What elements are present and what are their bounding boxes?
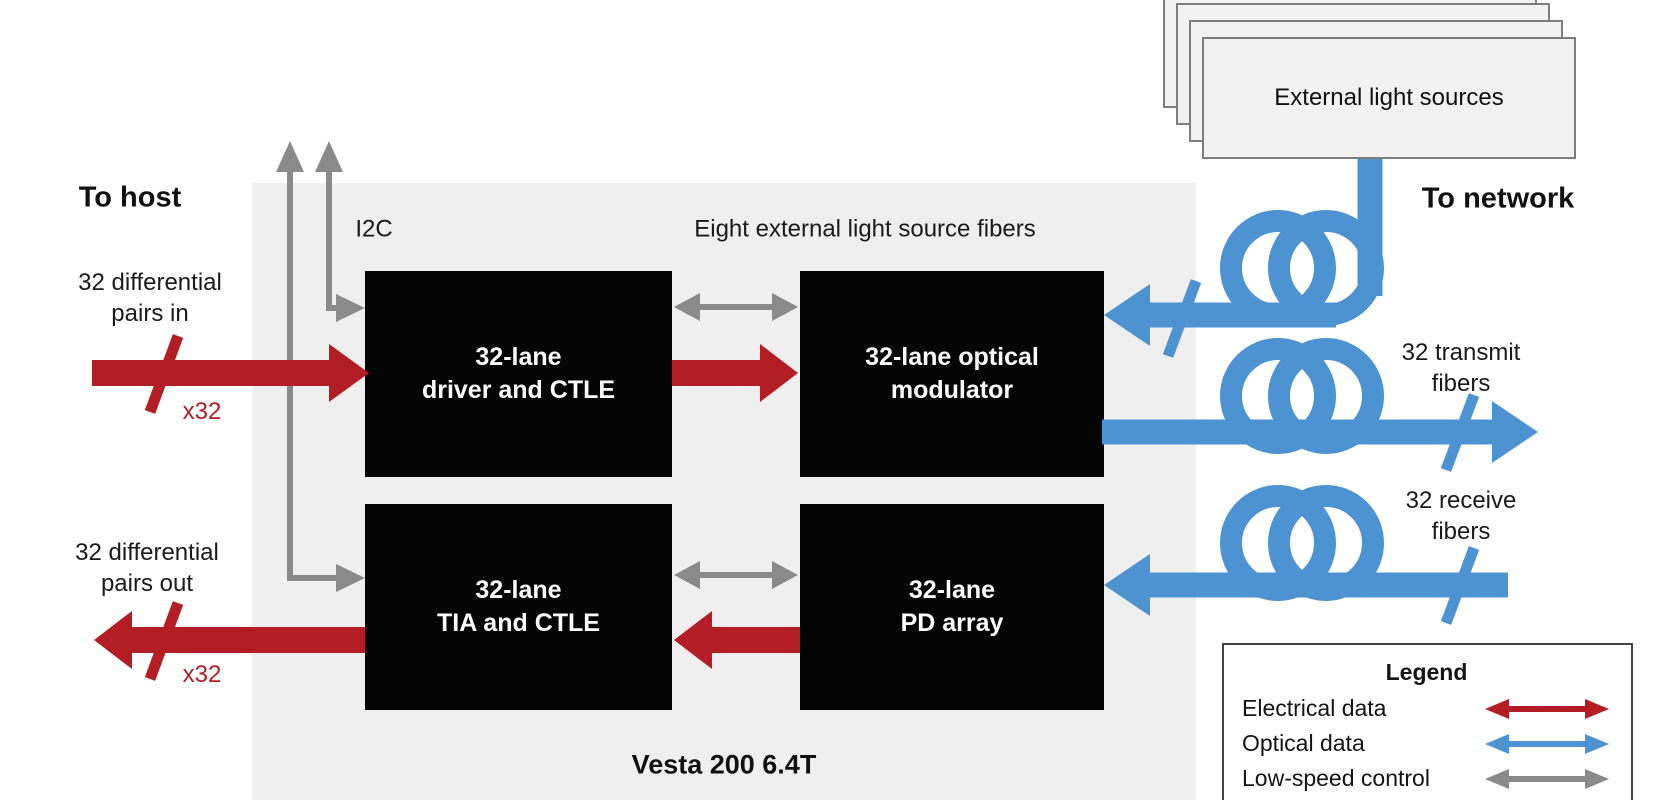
bundle-tick bbox=[1440, 393, 1480, 472]
fiber-coil-ring bbox=[1220, 338, 1336, 454]
block-driver-label-line2: driver and CTLE bbox=[421, 376, 616, 404]
legend-row-optical: Optical data bbox=[1242, 726, 1611, 761]
pairs-out-multiplier: x32 bbox=[182, 661, 222, 688]
fiber-coil-ring bbox=[1268, 210, 1384, 326]
block-tia-ctle: 32-lane TIA and CTLE bbox=[365, 504, 672, 710]
to-network-label: To network bbox=[1421, 182, 1575, 215]
bundle-tick bbox=[144, 601, 184, 681]
pairs-in-multiplier: x32 bbox=[182, 398, 222, 425]
block-pd-label-line2: PD array bbox=[900, 609, 1004, 637]
light-source-fibers-label: Eight external light source fibers bbox=[694, 215, 1036, 243]
fiber-coil-ring bbox=[1268, 485, 1384, 601]
legend-optical-arrow-icon bbox=[1485, 733, 1609, 754]
bundle-tick bbox=[144, 334, 184, 414]
block-tia-label-line1: 32-lane bbox=[475, 576, 562, 604]
pairs-in-label: 32 differential pairs in bbox=[78, 269, 222, 327]
external-light-sources-card: External light sources bbox=[1202, 37, 1576, 159]
legend-title: Legend bbox=[1385, 659, 1468, 685]
block-pd-array: 32-lane PD array bbox=[800, 504, 1104, 710]
block-optical-modulator: 32-lane optical modulator bbox=[800, 271, 1104, 477]
fiber-coil-ring bbox=[1220, 210, 1336, 326]
chip-name-label: Vesta 200 6.4T bbox=[631, 749, 817, 780]
block-modulator-label-line2: modulator bbox=[890, 376, 1014, 404]
block-tia-label-line2: TIA and CTLE bbox=[437, 609, 600, 637]
fiber-coil-ring bbox=[1268, 338, 1384, 454]
bundle-tick bbox=[1440, 546, 1480, 625]
legend-electrical-arrow-icon bbox=[1485, 698, 1609, 719]
transmit-fibers-label: 32 transmit fibers bbox=[1401, 339, 1521, 397]
fiber-coil-ring bbox=[1220, 485, 1336, 601]
block-modulator-label-line1: 32-lane optical bbox=[865, 343, 1039, 371]
legend-control-arrow-icon bbox=[1485, 768, 1609, 789]
external-light-sources-label: External light sources bbox=[1274, 84, 1504, 111]
block-driver-ctle: 32-lane driver and CTLE bbox=[365, 271, 672, 477]
block-pd-label-line1: 32-lane bbox=[908, 576, 996, 604]
block-driver-label-line1: 32-lane bbox=[475, 343, 562, 371]
legend-row-electrical: Electrical data bbox=[1242, 691, 1611, 726]
legend-box: Legend Electrical data Optical data Low-… bbox=[1222, 643, 1633, 800]
i2c-label: I2C bbox=[355, 215, 393, 243]
legend-label-electrical: Electrical data bbox=[1242, 695, 1387, 721]
receive-fibers-label: 32 receive fibers bbox=[1405, 487, 1517, 545]
to-host-label: To host bbox=[78, 181, 182, 214]
pairs-out-label: 32 differential pairs out bbox=[75, 539, 219, 597]
legend-row-control: Low-speed control bbox=[1242, 761, 1611, 796]
legend-label-optical: Optical data bbox=[1242, 730, 1365, 756]
legend-label-control: Low-speed control bbox=[1242, 765, 1430, 791]
